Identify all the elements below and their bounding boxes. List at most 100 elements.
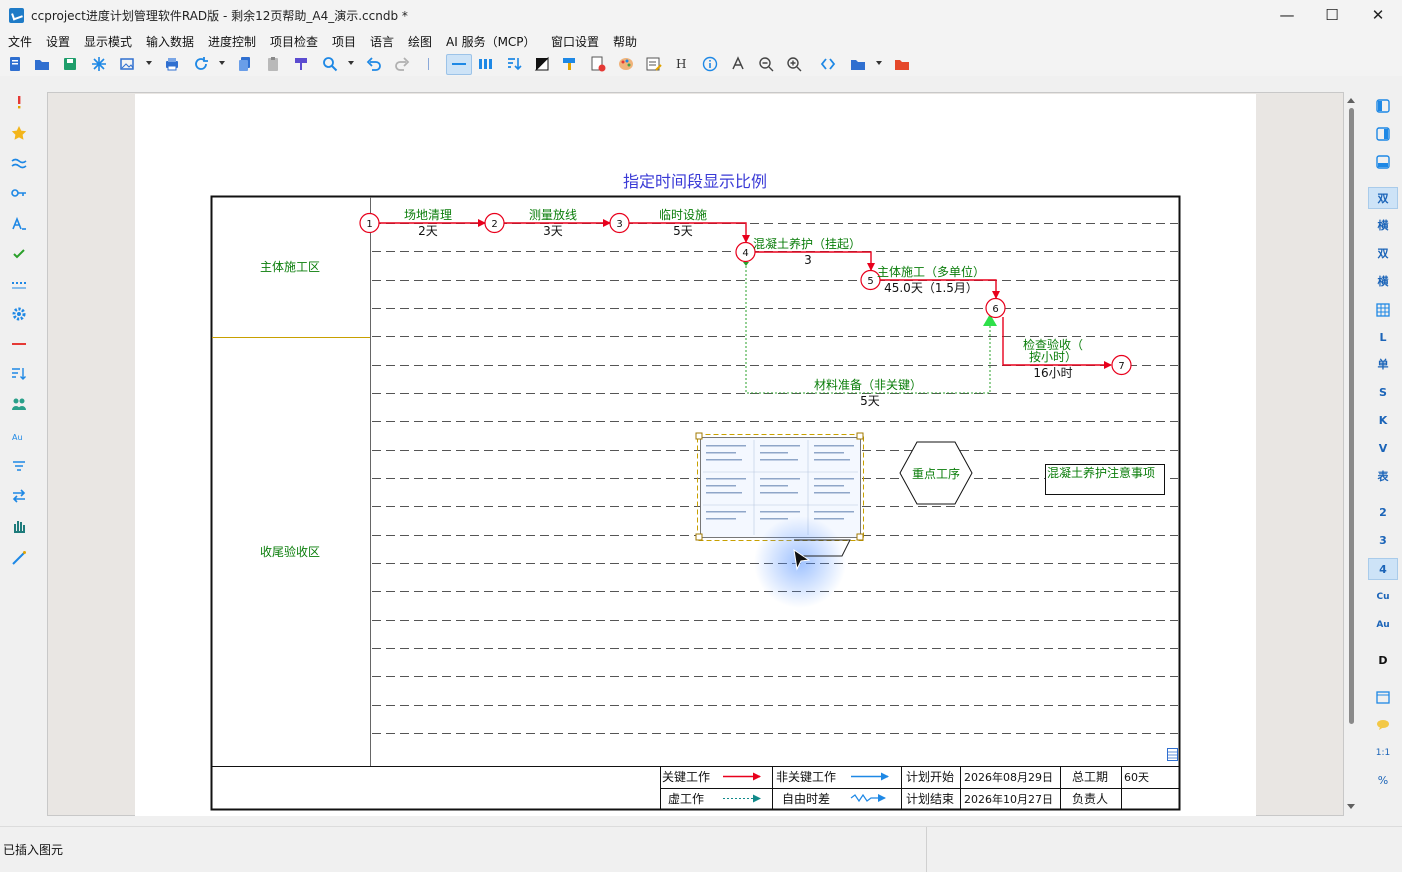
redo-icon[interactable] [394, 56, 410, 72]
horizontal-alt-button[interactable]: 横 [1377, 275, 1389, 288]
format-painter-icon[interactable] [293, 56, 309, 72]
hexagon-shape[interactable] [899, 441, 973, 505]
au-text-icon[interactable]: Au [11, 428, 27, 444]
single-code-button[interactable]: 单 [1377, 358, 1389, 371]
menu-schedule-control[interactable]: 进度控制 [208, 35, 257, 49]
line-tool-icon[interactable] [451, 56, 467, 72]
info-icon[interactable] [702, 56, 718, 72]
menu-project[interactable]: 项目 [332, 35, 357, 49]
edit-form-icon[interactable] [646, 56, 662, 72]
menu-language[interactable]: 语言 [370, 35, 395, 49]
paste-icon[interactable] [265, 56, 281, 72]
key-icon[interactable] [11, 185, 27, 201]
undo-icon[interactable] [366, 56, 382, 72]
scroll-down-arrow-icon[interactable] [1347, 804, 1355, 809]
font-icon[interactable] [11, 216, 27, 232]
percent-button[interactable]: % [1377, 774, 1389, 787]
save-icon[interactable] [62, 56, 78, 72]
k-button[interactable]: K [1378, 414, 1388, 427]
folder-dropdown-icon[interactable] [876, 61, 882, 65]
search-dropdown-icon[interactable] [348, 61, 354, 65]
node-4[interactable] [735, 241, 756, 263]
activity-name[interactable]: 主体施工（多单位） [877, 264, 985, 279]
palette-icon[interactable] [618, 56, 634, 72]
activity-name[interactable]: 临时设施 [659, 208, 707, 222]
l-button[interactable]: L [1379, 331, 1387, 344]
export-image-icon[interactable] [119, 56, 135, 72]
export-dropdown-icon[interactable] [146, 61, 152, 65]
horizontal-button[interactable]: 横 [1377, 219, 1389, 232]
swap-arrows-icon[interactable] [11, 488, 27, 504]
level-2-button[interactable]: 2 [1379, 506, 1387, 519]
open-folder-icon[interactable] [34, 56, 50, 72]
panel-right-icon[interactable] [1368, 123, 1398, 145]
menu-window-settings[interactable]: 窗口设置 [551, 35, 600, 49]
s-button[interactable]: S [1379, 386, 1387, 399]
level-4-button[interactable]: 4 [1368, 558, 1398, 580]
activity-name[interactable]: 检查验收（ [1023, 337, 1083, 352]
fit-arrows-icon[interactable] [820, 56, 836, 72]
level-3-button[interactable]: 3 [1379, 534, 1387, 547]
contrast-icon[interactable] [534, 56, 550, 72]
panel-bottom-icon[interactable] [1368, 151, 1398, 173]
print-icon[interactable] [164, 56, 180, 72]
magic-pen-icon[interactable] [11, 550, 27, 566]
menu-settings[interactable]: 设置 [46, 35, 71, 49]
menu-ai-service[interactable]: AI 服务（MCP） [446, 35, 536, 49]
cu-button[interactable]: Cu [1376, 592, 1390, 602]
new-file-icon[interactable] [7, 56, 23, 72]
folder-red-icon[interactable] [894, 56, 910, 72]
wave-icon[interactable] [11, 155, 27, 171]
menu-input-data[interactable]: 输入数据 [146, 35, 195, 49]
copy-icon[interactable] [237, 56, 253, 72]
refresh-icon[interactable] [193, 56, 209, 72]
red-line-icon[interactable] [11, 336, 27, 352]
node-1[interactable] [359, 212, 380, 234]
heading-h-icon[interactable]: H [676, 57, 687, 71]
zoom-in-icon[interactable] [786, 56, 802, 72]
users-icon[interactable] [11, 396, 27, 412]
maximize-button[interactable]: ☐ [1325, 6, 1339, 24]
grid-table-icon[interactable] [1368, 299, 1398, 321]
snowflake-icon[interactable] [91, 56, 107, 72]
chat-bubble-icon[interactable] [1368, 714, 1398, 736]
table-corner-icon[interactable] [1167, 748, 1179, 761]
v-button[interactable]: V [1378, 442, 1388, 455]
node-3[interactable] [609, 212, 630, 234]
document-delete-icon[interactable] [590, 56, 606, 72]
node-2[interactable] [484, 212, 505, 234]
activity-name[interactable]: 场地清理 [404, 208, 452, 222]
warning-icon[interactable] [11, 94, 27, 110]
double-code-alt-button[interactable]: 双 [1377, 247, 1389, 260]
sort-icon[interactable] [506, 56, 522, 72]
menu-file[interactable]: 文件 [8, 35, 33, 49]
table-button[interactable]: 表 [1377, 470, 1389, 483]
node-5[interactable] [860, 269, 881, 291]
scrollbar-thumb[interactable] [1349, 108, 1354, 724]
au-button[interactable]: Au [1376, 620, 1390, 630]
double-code-button[interactable]: 双 [1368, 187, 1398, 209]
vertical-scrollbar[interactable] [1346, 92, 1358, 816]
activity-name[interactable]: 测量放线 [529, 207, 577, 222]
columns-icon[interactable] [478, 56, 494, 72]
hand-icon[interactable] [11, 518, 27, 534]
refresh-dropdown-icon[interactable] [219, 61, 225, 65]
dotted-line-icon[interactable] [11, 276, 27, 292]
menu-project-check[interactable]: 项目检查 [270, 35, 319, 49]
sort-list-icon[interactable] [11, 366, 27, 382]
node-7[interactable] [1111, 354, 1132, 376]
calendar-icon[interactable] [1368, 686, 1398, 708]
zoom-search-icon[interactable] [322, 56, 338, 72]
close-button[interactable]: ✕ [1371, 6, 1385, 24]
d-button[interactable]: D [1378, 654, 1388, 667]
node-6[interactable] [985, 297, 1006, 319]
note-box[interactable] [1045, 464, 1165, 495]
filter-lines-icon[interactable] [11, 458, 27, 474]
check-icon[interactable] [11, 246, 27, 262]
text-a-icon[interactable] [730, 56, 746, 72]
zoom-out-icon[interactable] [758, 56, 774, 72]
menu-display-mode[interactable]: 显示模式 [84, 35, 133, 49]
minimize-button[interactable]: — [1279, 6, 1295, 24]
activity-name[interactable]: 材料准备（非关键） [814, 378, 922, 392]
